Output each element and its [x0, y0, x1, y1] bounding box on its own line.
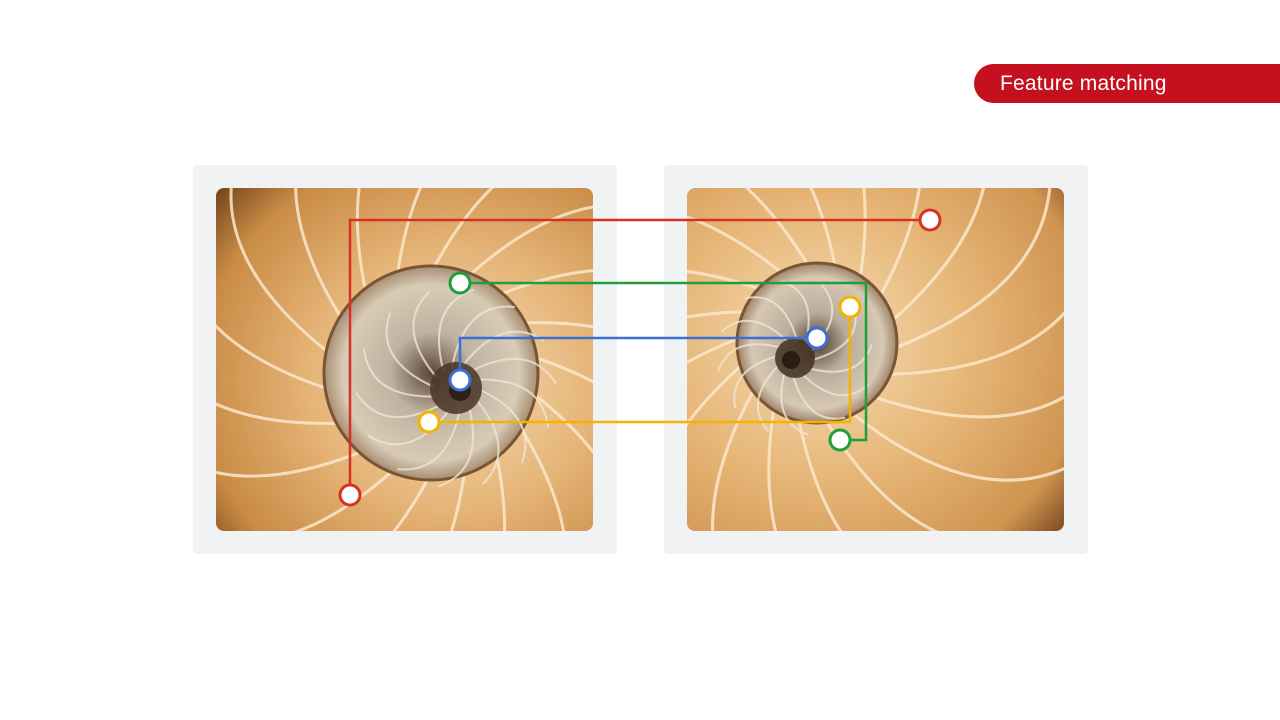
section-badge: Feature matching	[974, 64, 1280, 103]
left-image-frame	[193, 165, 617, 554]
right-nautilus-image	[687, 188, 1064, 531]
left-nautilus-image	[216, 188, 593, 531]
badge-label: Feature matching	[1000, 71, 1167, 95]
right-image-frame	[664, 165, 1088, 554]
